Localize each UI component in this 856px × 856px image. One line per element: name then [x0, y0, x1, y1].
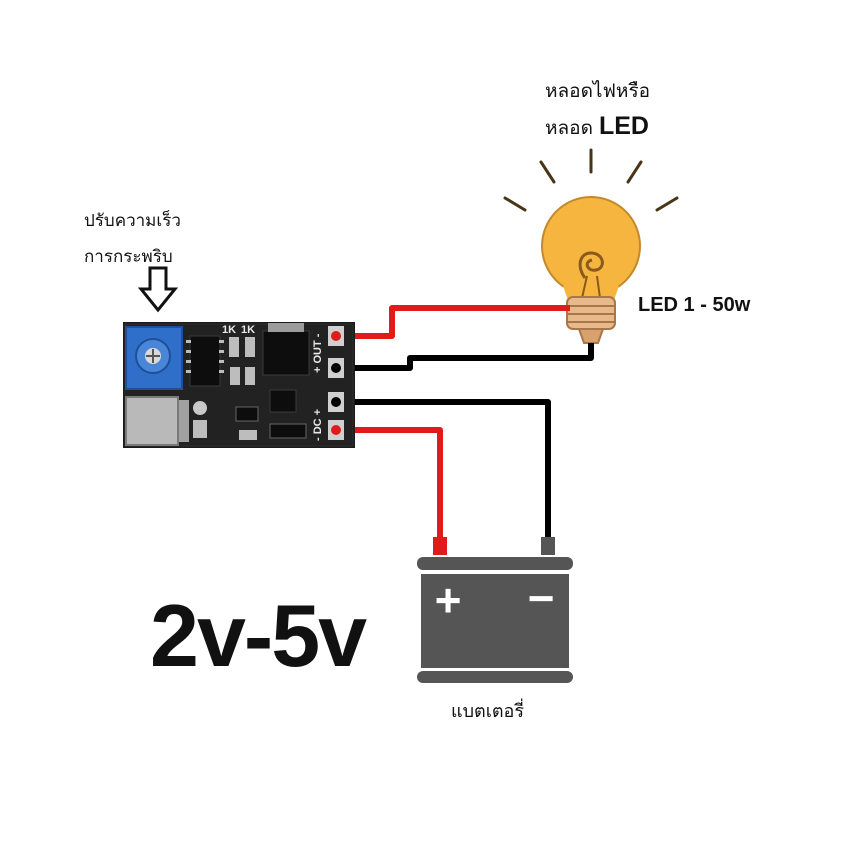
wire-dc-positive	[344, 427, 443, 540]
bulb-label-led: LED	[598, 112, 649, 140]
wire-out-positive	[344, 305, 570, 339]
wire-out-negative	[344, 343, 594, 371]
ic-chip-icon	[189, 335, 221, 387]
resistor-label-1: 1K	[222, 324, 236, 336]
mosfet-icon	[262, 330, 310, 376]
speed-label-line2: การกระพริบ	[84, 247, 173, 267]
battery-label: แบตเตอรี่	[451, 701, 525, 722]
bulb-label-prefix: หลอด	[545, 117, 593, 139]
wires	[344, 305, 594, 540]
light-bulb-icon	[541, 196, 641, 344]
battery-plus-symbol: +	[435, 574, 462, 626]
light-rays-icon	[503, 148, 679, 212]
dc-label: - DC +	[312, 409, 324, 441]
down-arrow-icon	[137, 266, 179, 313]
wire-dc-negative	[344, 399, 551, 540]
battery-minus-symbol: −	[528, 572, 555, 624]
speed-label-line1: ปรับความเร็ว	[84, 211, 181, 231]
potentiometer-icon	[125, 326, 183, 390]
resistor-label-2: 1K	[241, 324, 255, 336]
pcb-module: 1K 1K + OUT - - DC +	[123, 322, 355, 448]
bulb-label-line1: หลอดไฟหรือ	[545, 80, 651, 102]
usb-port-icon	[125, 396, 179, 446]
led-rating-label: LED 1 - 50w	[638, 294, 751, 316]
out-label: + OUT -	[312, 333, 324, 373]
battery-icon: + −	[417, 537, 573, 683]
solder-pads	[328, 326, 344, 440]
voltage-label: 2v-5v	[150, 586, 367, 685]
bulb-label-line2: หลอด LED	[545, 112, 649, 143]
